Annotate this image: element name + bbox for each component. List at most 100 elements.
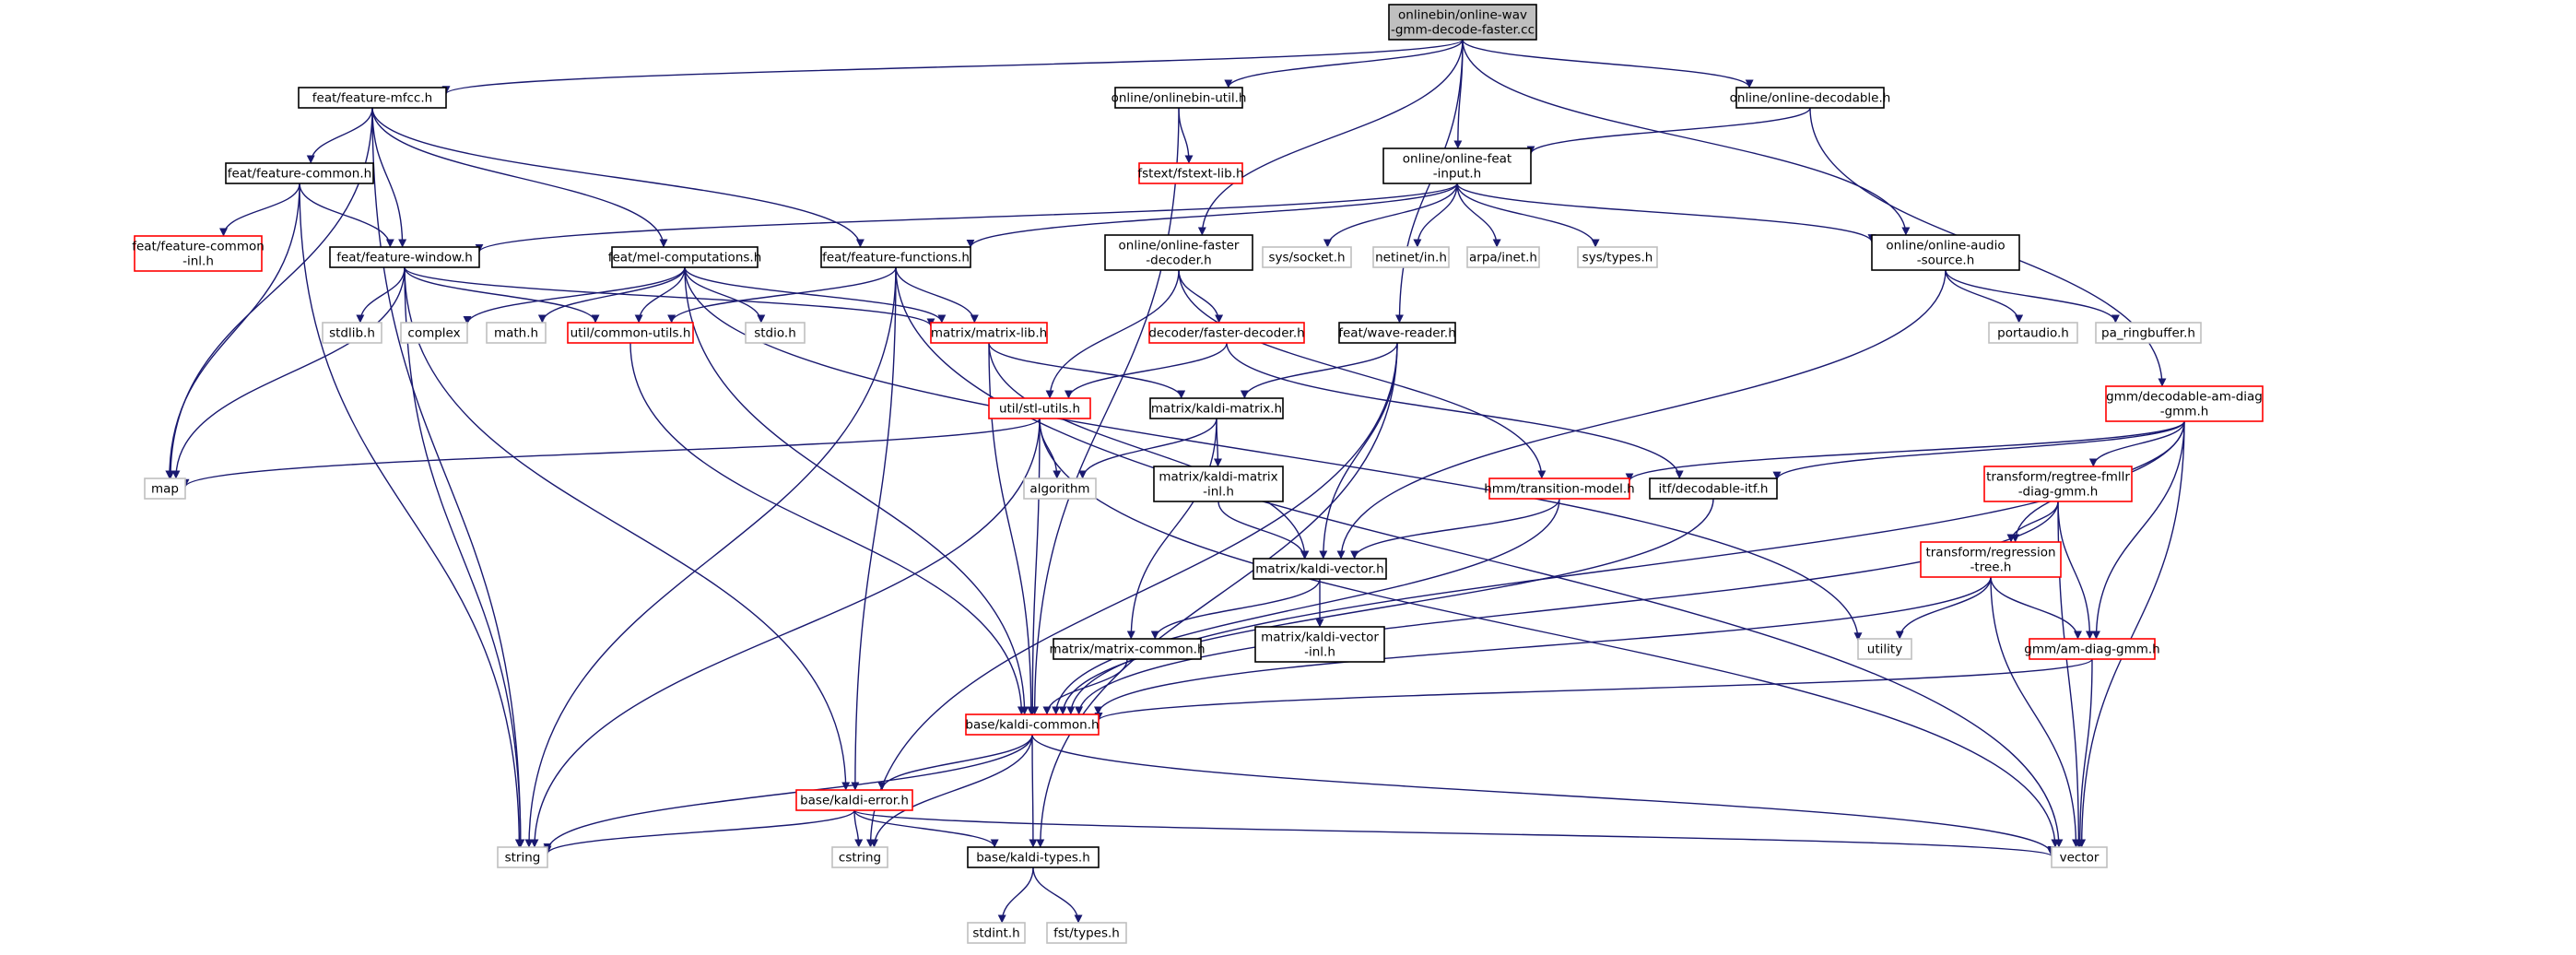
node-box <box>1388 4 1537 41</box>
node-online-decodable[interactable]: online/online-decodable.h <box>1730 87 1891 109</box>
node-transition-model[interactable]: hmm/transition-model.h <box>1484 478 1635 500</box>
edge-mel-comp-to-complex <box>463 266 686 325</box>
node-common-utils[interactable]: util/common-utils.h <box>567 322 694 344</box>
node-matrix-lib[interactable]: matrix/matrix-lib.h <box>930 322 1048 344</box>
edge-onlinebin-util-to-fstext-lib <box>1178 107 1194 164</box>
edge-decodable-am-to-regtree-fmllr <box>2088 420 2185 467</box>
node-online-feat-input[interactable]: online/online-feat-input.h <box>1382 147 1532 184</box>
edge-path <box>1456 183 1501 248</box>
node-label: transform/regression <box>1925 546 2055 560</box>
node-box <box>2051 846 2108 868</box>
node-kaldi-vector[interactable]: matrix/kaldi-vector.h <box>1253 558 1387 580</box>
node-feat-mfcc[interactable]: feat/feature-mfcc.h <box>298 87 447 109</box>
node-portaudio: portaudio.h <box>1988 322 2078 344</box>
node-box <box>1857 638 1912 660</box>
edge-feat-functions-to-matrix-lib <box>895 266 979 324</box>
edge-online-audio-source-to-pa-ringbuffer <box>1945 269 2120 324</box>
node-regression-tree[interactable]: transform/regression-tree.h <box>1920 541 2062 578</box>
node-label: util/common-utils.h <box>570 326 691 341</box>
edge-path <box>1945 269 2120 324</box>
node-feat-window[interactable]: feat/feature-window.h <box>329 246 480 268</box>
node-fstext-lib[interactable]: fstext/fstext-lib.h <box>1137 162 1244 184</box>
node-label: fstext/fstext-lib.h <box>1137 167 1243 182</box>
node-label: transform/regtree-fmllr <box>1986 470 2130 485</box>
node-string: string <box>497 846 548 868</box>
node-label: base/kaldi-types.h <box>976 851 1090 866</box>
edge-path <box>2088 420 2185 467</box>
edge-online-decodable-to-online-feat-input <box>1526 107 1811 155</box>
edge-feat-common-to-string <box>299 183 523 848</box>
node-kaldi-matrix-inl[interactable]: matrix/kaldi-matrix-inl.h <box>1153 466 1284 502</box>
node-faster-decoder[interactable]: decoder/faster-decoder.h <box>1148 322 1305 344</box>
node-label: hmm/transition-model.h <box>1484 482 1634 497</box>
edge-path <box>1028 418 1041 715</box>
node-box <box>497 846 548 868</box>
edge-path <box>869 734 1033 848</box>
edge-kaldi-types-to-stdint <box>997 867 1034 924</box>
node-kaldi-vector-inl[interactable]: matrix/kaldi-vector-inl.h <box>1254 626 1385 663</box>
edge-online-faster-decoder-to-transition-model <box>1178 269 1547 479</box>
edge-path <box>1526 107 1811 155</box>
edge-path <box>1413 183 1458 248</box>
node-label: -inl.h <box>1203 485 1234 500</box>
node-box <box>2029 638 2156 660</box>
node-root[interactable]: onlinebin/online-wav-gmm-decode-faster.c… <box>1388 4 1537 41</box>
node-stl-utils[interactable]: util/stl-utils.h <box>988 397 1091 419</box>
node-regtree-fmllr[interactable]: transform/regtree-fmllr-diag-gmm.h <box>1983 466 2133 502</box>
edge-feat-mfcc-to-feat-window <box>371 107 407 248</box>
node-decodable-am[interactable]: gmm/decodable-am-diag-gmm.h <box>2105 385 2264 422</box>
edge-path <box>1032 867 1083 924</box>
node-feat-common[interactable]: feat/feature-common.h <box>225 162 374 184</box>
edge-am-diag-gmm-to-kaldi-common <box>1094 658 2093 722</box>
node-label: vector <box>2060 851 2100 866</box>
node-box <box>567 322 694 344</box>
node-kaldi-types[interactable]: base/kaldi-types.h <box>967 846 1100 868</box>
node-sys-types: sys/types.h <box>1577 246 1658 268</box>
node-feat-functions[interactable]: feat/feature-functions.h <box>820 246 971 268</box>
node-online-audio-source[interactable]: online/online-audio-source.h <box>1871 234 2020 271</box>
node-label: feat/mel-computations.h <box>608 251 762 265</box>
edge-path <box>1058 498 1714 715</box>
edge-kaldi-error-to-cstring <box>853 809 864 848</box>
node-kaldi-common[interactable]: base/kaldi-common.h <box>965 713 1100 736</box>
node-box <box>1053 638 1202 660</box>
nodes-layer: onlinebin/online-wav-gmm-decode-faster.c… <box>132 4 2264 944</box>
node-label: matrix/matrix-lib.h <box>931 326 1047 341</box>
node-feat-common-inl[interactable]: feat/feature-common-inl.h <box>132 235 265 272</box>
edge-path <box>1178 107 1194 164</box>
edge-wave-reader-to-kaldi-matrix <box>1240 342 1398 399</box>
node-kaldi-matrix[interactable]: matrix/kaldi-matrix.h <box>1149 397 1284 419</box>
node-box <box>1488 478 1630 500</box>
node-decodable-itf[interactable]: itf/decodable-itf.h <box>1649 478 1778 500</box>
node-box <box>820 246 971 268</box>
node-box <box>1920 541 2062 578</box>
edge-faster-decoder-to-decodable-itf <box>1226 342 1684 479</box>
node-box <box>1988 322 2078 344</box>
node-box <box>1253 558 1387 580</box>
edge-path <box>877 734 1033 791</box>
edge-online-feat-input-to-sys-socket <box>1323 183 1458 248</box>
node-kaldi-error[interactable]: base/kaldi-error.h <box>795 789 913 811</box>
edge-path <box>299 183 523 848</box>
edge-path <box>684 266 947 324</box>
node-mel-comp[interactable]: feat/mel-computations.h <box>608 246 762 268</box>
edge-path <box>165 183 300 479</box>
node-am-diag-gmm[interactable]: gmm/am-diag-gmm.h <box>2024 638 2160 660</box>
node-fst-types: fst/types.h <box>1046 922 1127 944</box>
node-online-faster-decoder[interactable]: online/online-faster-decoder.h <box>1104 234 1253 271</box>
edge-online-audio-source-to-kaldi-vector <box>1336 269 1947 560</box>
node-onlinebin-util[interactable]: online/onlinebin-util.h <box>1112 87 1247 109</box>
node-box <box>144 478 186 500</box>
node-box <box>965 713 1100 736</box>
edge-path <box>1045 269 1180 399</box>
edge-path <box>1042 658 1128 715</box>
node-matrix-common[interactable]: matrix/matrix-common.h <box>1049 638 1206 660</box>
edge-feat-functions-to-vector <box>895 266 2064 848</box>
node-wave-reader[interactable]: feat/wave-reader.h <box>1338 322 1456 344</box>
edge-mel-comp-to-stdio <box>684 266 766 324</box>
node-box <box>298 87 447 109</box>
edge-path <box>1323 183 1458 248</box>
node-label: utility <box>1867 643 1902 657</box>
edge-root-to-online-audio-source <box>1462 39 1911 236</box>
edge-feat-mfcc-to-string <box>371 107 525 848</box>
